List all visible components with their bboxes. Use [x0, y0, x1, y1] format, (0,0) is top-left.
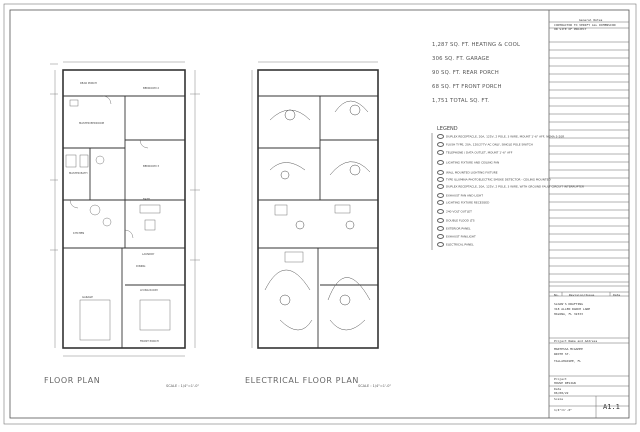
area-front-porch: 68 SQ. FT FRONT PORCH: [432, 84, 502, 90]
room-label-master-bedroom: MASTER BEDROOM: [79, 122, 105, 125]
smoke-detector-icon: [437, 177, 444, 182]
floor-plan-scale: SCALE : 1/4"=1'-0": [166, 384, 200, 388]
exhaust-fan-icon: [437, 193, 444, 198]
room-label-kitchen: KITCHEN: [73, 232, 85, 235]
title-block-lines: [549, 21, 629, 418]
project-value: HOUSE DESIGN: [554, 381, 576, 385]
title-block: General Notes CONTRACTOR TO VERIFY ALL D…: [551, 17, 627, 417]
room-label-bedroom-2: BEDROOM 2: [143, 87, 160, 90]
legend-item: TYPE ILLUMINA PHOTOELECTRIC SMOKE DETECT…: [437, 177, 551, 182]
floor-plan-title: FLOOR PLAN: [44, 376, 101, 385]
general-notes-title: General Notes: [579, 18, 603, 22]
room-label-front-porch: FRONT PORCH: [140, 340, 159, 343]
electrical-panel-icon: [437, 242, 444, 247]
area-heated: 1,287 SQ. FT. HEATING & COOL: [432, 42, 521, 48]
revision-header-issue: Revision/Issue: [569, 293, 595, 297]
electrical-plan-scale: SCALE : 1/4"=1'-0": [358, 384, 392, 388]
legend-item: 240 VOLT OUTLET: [437, 209, 472, 214]
legend-item: DOUBLE FLOOD LTS: [437, 218, 475, 223]
room-label-living-room: LIVING ROOM: [140, 289, 158, 292]
flood-light-icon: [437, 218, 444, 223]
scale-label: Scale: [554, 397, 564, 401]
legend-item: ELECTRICAL PANEL: [437, 242, 474, 247]
client-address-1: WIDTH ST.: [554, 352, 571, 356]
date-value: 06/08/22: [554, 391, 569, 395]
revision-header-date: Date: [613, 293, 621, 297]
client-name: MARTESSA MCGAHEE: [554, 347, 583, 351]
room-label-bedroom-3: BEDROOM 3: [143, 165, 160, 168]
legend-item: EXHAUST FAN AND LIGHT: [437, 193, 483, 198]
area-garage: 306 SQ. FT. GARAGE: [432, 56, 490, 62]
client-label: Project Name and Address: [554, 339, 598, 343]
legend-item: WALL MOUNTED LIGHTING FIXTURE: [437, 170, 498, 175]
legend-item: EXHAUST FAN/LIGHT: [437, 234, 476, 239]
sheet-number: A1.1: [603, 403, 620, 411]
general-notes-text: CONTRACTOR TO VERIFY ALL DIMENSION ON SI…: [554, 23, 616, 31]
exhaust-fan-light-icon: [437, 234, 444, 239]
floor-plan-drawing: [50, 61, 200, 357]
legend-item: DUPLEX RECEPTACLE, 20A, 125V, 2 POLE, 3 …: [437, 184, 584, 189]
switch-icon: [437, 142, 444, 147]
electrical-plan-drawing: [251, 61, 379, 349]
area-total: 1,751 TOTAL SQ. FT.: [432, 98, 490, 104]
scale-value: 1/4"=1'-0": [554, 408, 573, 412]
legend-item: TELEPHONE / DATA OUTLET, MOUNT 1'-6" AFF: [437, 150, 512, 155]
exterior-panel-icon: [437, 226, 444, 231]
legend-item: LIGHTING FIXTURE RECESSED: [437, 200, 489, 205]
firm-address-1: 318 ALLEN RANCH LANE: [554, 307, 591, 311]
date-label: Date: [554, 387, 562, 391]
telephone-outlet-icon: [437, 150, 444, 155]
firm-name: SLOAN'S DRAFTING: [554, 302, 583, 306]
room-label-bath: BATH: [143, 198, 150, 201]
ceiling-fan-icon: [437, 160, 444, 165]
receptacle-icon: [437, 134, 444, 139]
240v-outlet-icon: [437, 209, 444, 214]
area-rear-porch: 90 SQ. FT. REAR PORCH: [432, 70, 499, 76]
client-address-2: TALLAHASSEE, FL: [554, 359, 582, 363]
revision-header-no: No.: [554, 293, 560, 297]
legend-item: DUPLEX RECEPTACLE, 20A, 125V, 2 POLE, 3 …: [437, 134, 564, 139]
gfci-receptacle-icon: [437, 184, 444, 189]
room-label-master-bath: MASTER BATH: [69, 172, 88, 175]
room-label-dining: DINING: [136, 265, 146, 268]
room-label-rear-porch: REAR PORCH: [80, 82, 97, 85]
electrical-plan-title: ELECTRICAL FLOOR PLAN: [245, 376, 360, 385]
legend-item: EXTERIOR PANEL: [437, 226, 471, 231]
legend-title: LEGEND: [437, 126, 458, 132]
room-label-garage: GARAGE: [82, 296, 93, 299]
legend-item: FLUSH TYPE, 20A, 120/277V AC ONLY, SINGL…: [437, 142, 533, 147]
room-label-laundry: LAUNDRY: [142, 253, 155, 256]
firm-address-2: HAVANA, FL 32333: [554, 312, 583, 316]
project-label: Project: [554, 377, 567, 381]
legend-item: LIGHTING FIXTURE AND CEILING FAN: [437, 160, 499, 165]
wall-light-icon: [437, 170, 444, 175]
recessed-light-icon: [437, 200, 444, 205]
